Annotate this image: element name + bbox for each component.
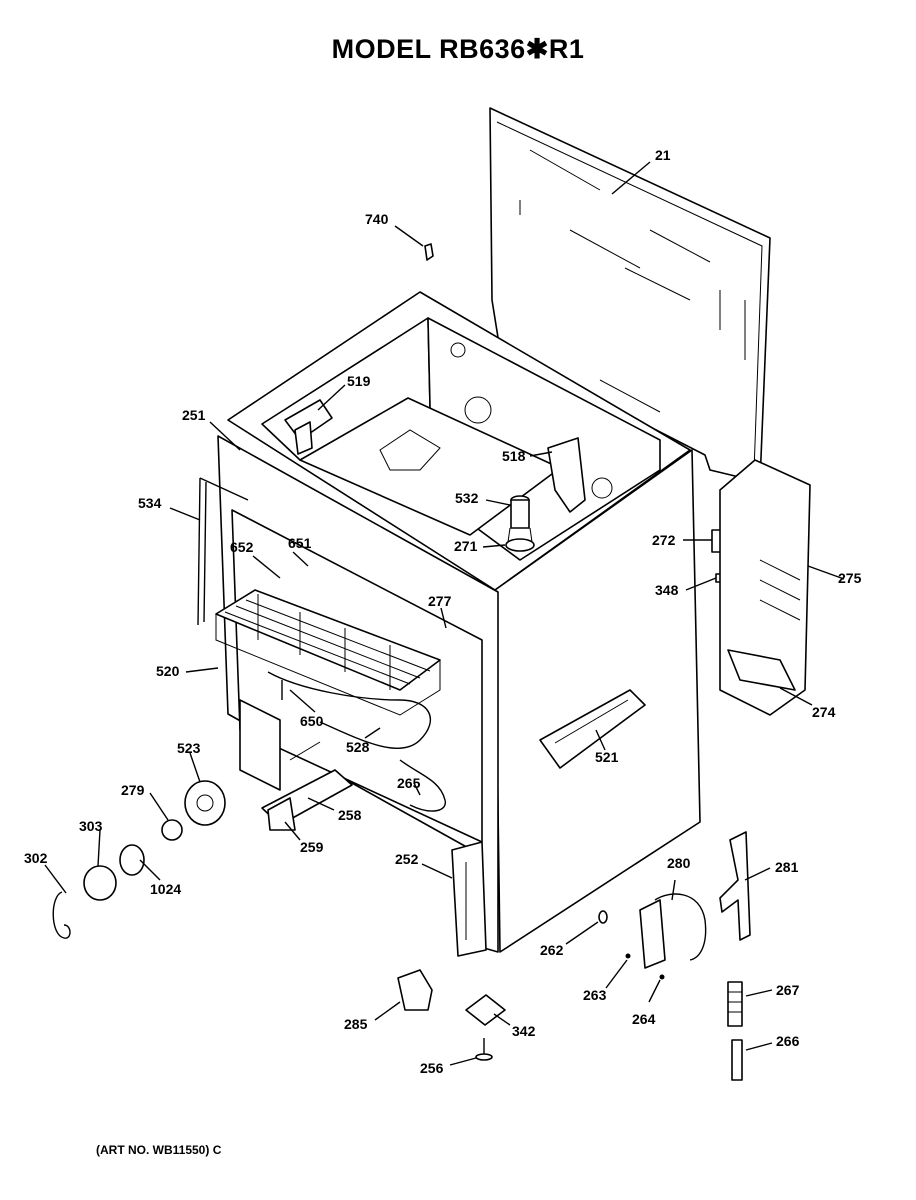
model-title: MODEL RB636✱R1 bbox=[331, 34, 585, 64]
callout-302: 302 bbox=[24, 850, 48, 866]
cabinet-body bbox=[217, 291, 701, 953]
callout-518: 518 bbox=[502, 448, 526, 464]
callout-519: 519 bbox=[347, 373, 371, 389]
callout-280: 280 bbox=[667, 855, 691, 871]
callout-279: 279 bbox=[121, 782, 145, 798]
callout-521: 521 bbox=[595, 749, 619, 765]
callout-271: 271 bbox=[454, 538, 478, 554]
callout-532: 532 bbox=[455, 490, 479, 506]
callout-258: 258 bbox=[338, 807, 362, 823]
callout-740: 740 bbox=[365, 211, 389, 227]
oven-rack bbox=[215, 589, 441, 716]
leader-lines bbox=[44, 161, 845, 1066]
callout-281: 281 bbox=[775, 859, 799, 875]
art-number: (ART NO. WB11550) C bbox=[96, 1143, 222, 1157]
callout-259: 259 bbox=[300, 839, 324, 855]
callout-263: 263 bbox=[583, 987, 607, 1003]
callout-534: 534 bbox=[138, 495, 162, 511]
bake-element bbox=[267, 671, 432, 749]
callout-285: 285 bbox=[344, 1016, 368, 1032]
callout-262: 262 bbox=[540, 942, 564, 958]
hinge-receptacle bbox=[451, 841, 487, 957]
clip-part bbox=[424, 243, 434, 261]
callout-520: 520 bbox=[156, 663, 180, 679]
lower-bracket bbox=[261, 741, 353, 831]
callout-528: 528 bbox=[346, 739, 370, 755]
callout-274: 274 bbox=[812, 704, 836, 720]
callout-267: 267 bbox=[776, 982, 800, 998]
element-bracket bbox=[547, 437, 586, 513]
callout-265: 265 bbox=[397, 775, 421, 791]
callout-277: 277 bbox=[428, 593, 452, 609]
callout-266: 266 bbox=[776, 1033, 800, 1049]
callout-652: 652 bbox=[230, 539, 254, 555]
thermostat-sensor bbox=[505, 495, 535, 552]
door-hinge bbox=[598, 893, 707, 980]
oven-lamp-assembly bbox=[52, 780, 226, 939]
door-gasket bbox=[197, 477, 249, 626]
back-panel bbox=[489, 107, 771, 483]
callout-272: 272 bbox=[652, 532, 676, 548]
callout-252: 252 bbox=[395, 851, 419, 867]
callout-264: 264 bbox=[632, 1011, 656, 1027]
callout-348: 348 bbox=[655, 582, 679, 598]
callout-275: 275 bbox=[838, 570, 862, 586]
hinge-spring bbox=[727, 981, 743, 1081]
door-switch bbox=[397, 969, 433, 1011]
broil-element bbox=[399, 759, 446, 812]
callout-256: 256 bbox=[420, 1060, 444, 1076]
callout-21: 21 bbox=[655, 147, 671, 163]
callout-342: 342 bbox=[512, 1023, 536, 1039]
leveling-leg bbox=[465, 994, 506, 1061]
oven-vent bbox=[284, 399, 333, 455]
callout-650: 650 bbox=[300, 713, 324, 729]
hinge-arm bbox=[719, 831, 751, 941]
callout-523: 523 bbox=[177, 740, 201, 756]
callout-303: 303 bbox=[79, 818, 103, 834]
callout-251: 251 bbox=[182, 407, 206, 423]
rear-access-cover bbox=[719, 459, 811, 716]
callout-labels: 21 740 519 251 518 534 532 271 272 652 6… bbox=[24, 147, 862, 1076]
callout-651: 651 bbox=[288, 535, 312, 551]
callout-1024: 1024 bbox=[150, 881, 181, 897]
